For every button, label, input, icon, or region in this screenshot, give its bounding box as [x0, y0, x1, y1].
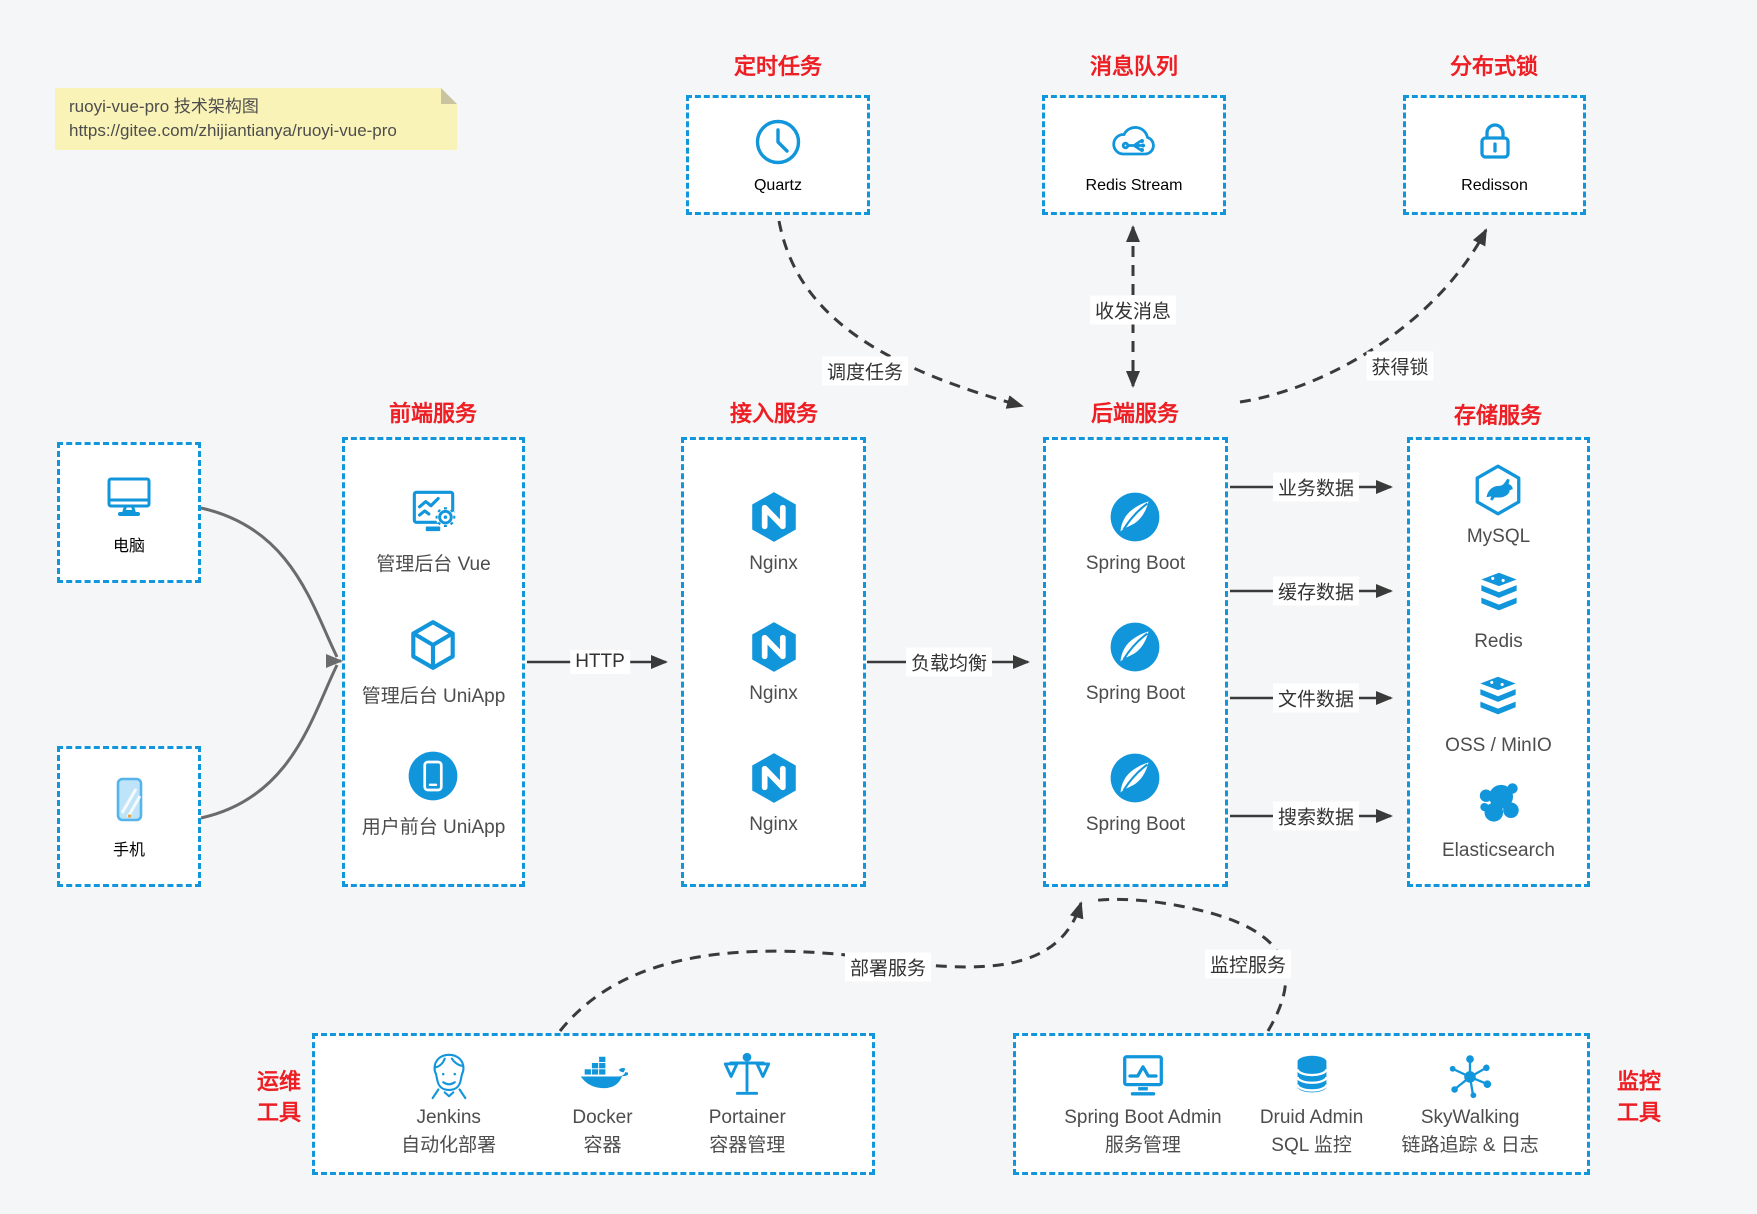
edge-label-message: 收发消息	[1089, 295, 1177, 325]
title-storage-services: 存储服务	[1453, 403, 1543, 428]
title-scheduled-tasks: 定时任务	[733, 54, 823, 79]
frontend-item-user-uniapp: 用户前台 UniApp	[362, 748, 505, 839]
redis-stream-label: Redis Stream	[1085, 177, 1183, 194]
storage-item-redis: Redis	[1471, 567, 1527, 653]
storage-box: MySQL Redis OSS / MinIO Elasticsearch	[1407, 437, 1590, 887]
edge-label-business-data: 业务数据	[1272, 472, 1360, 502]
monitor-item-sbadmin: Spring Boot Admin 服务管理	[1064, 1050, 1222, 1158]
backend-item-springboot-3: Spring Boot	[1086, 750, 1185, 836]
gateway-item-nginx-1: Nginx	[746, 489, 802, 575]
storage-item-oss-minio: OSS / MinIO	[1445, 671, 1552, 757]
title-message-queue: 消息队列	[1089, 54, 1179, 79]
edge-label-file-data: 文件数据	[1272, 683, 1360, 713]
client-curves	[200, 506, 343, 820]
gateway-box: Nginx Nginx Nginx	[681, 437, 866, 887]
quartz-label: Quartz	[753, 177, 802, 194]
edge-label-cache-data: 缓存数据	[1272, 576, 1360, 606]
computer-box: 电脑	[57, 442, 201, 583]
backend-box: Spring Boot Spring Boot Spring Boot	[1043, 437, 1228, 887]
edge-label-http: HTTP	[570, 650, 630, 674]
edge-label-acquire-lock: 获得锁	[1366, 351, 1434, 381]
gateway-item-nginx-2: Nginx	[746, 619, 802, 705]
dashed-arrows	[558, 220, 1488, 1032]
phone-label: 手机	[112, 841, 145, 859]
title-gateway-services: 接入服务	[729, 401, 819, 426]
edge-label-deploy: 部署服务	[844, 952, 932, 982]
ops-item-jenkins: Jenkins 自动化部署	[401, 1050, 496, 1158]
monitor-tools-box: Spring Boot Admin 服务管理 Druid Admin SQL 监…	[1013, 1033, 1590, 1175]
note-url: https://gitee.com/zhijiantianya/ruoyi-vu…	[69, 121, 397, 140]
redis-stream-box: Redis Stream	[1042, 95, 1226, 215]
ops-tools-box: Jenkins 自动化部署 Docker 容器 Portainer 容器管理	[312, 1033, 875, 1175]
frontend-box: 管理后台 Vue 管理后台 UniApp 用户前台 UniApp	[342, 437, 525, 887]
title-distributed-lock: 分布式锁	[1449, 54, 1539, 79]
computer-label: 电脑	[112, 537, 145, 555]
frontend-item-admin-vue: 管理后台 Vue	[376, 485, 491, 576]
title-ops-tools: 运维 工具	[256, 1069, 301, 1125]
edge-label-search-data: 搜索数据	[1272, 801, 1360, 831]
title-monitor-tools: 监控 工具	[1616, 1069, 1661, 1125]
storage-item-elasticsearch: Elasticsearch	[1442, 776, 1555, 862]
ops-item-docker: Docker 容器	[572, 1050, 633, 1158]
redisson-label: Redisson	[1461, 177, 1528, 194]
redisson-box: Redisson	[1403, 95, 1586, 215]
title-frontend-services: 前端服务	[388, 401, 478, 426]
note-fold-corner	[441, 88, 457, 104]
title-backend-services: 后端服务	[1090, 401, 1180, 426]
frontend-item-admin-uniapp: 管理后台 UniApp	[362, 617, 505, 708]
backend-item-springboot-2: Spring Boot	[1086, 619, 1185, 705]
edge-label-monitor: 监控服务	[1204, 949, 1292, 979]
edge-label-load-balance: 负载均衡	[905, 647, 993, 677]
monitor-item-druid: Druid Admin SQL 监控	[1260, 1050, 1363, 1158]
storage-item-mysql: MySQL	[1467, 462, 1530, 548]
quartz-box: Quartz	[686, 95, 870, 215]
backend-item-springboot-1: Spring Boot	[1086, 489, 1185, 575]
sticky-note: ruoyi-vue-pro 技术架构图 https://gitee.com/zh…	[55, 88, 457, 150]
monitor-item-skywalking: SkyWalking 链路追踪 & 日志	[1402, 1050, 1539, 1158]
phone-box: 手机	[57, 746, 201, 887]
gateway-item-nginx-3: Nginx	[746, 750, 802, 836]
note-title: ruoyi-vue-pro 技术架构图	[69, 97, 259, 116]
edge-label-schedule: 调度任务	[821, 356, 909, 386]
ops-item-portainer: Portainer 容器管理	[709, 1050, 786, 1158]
